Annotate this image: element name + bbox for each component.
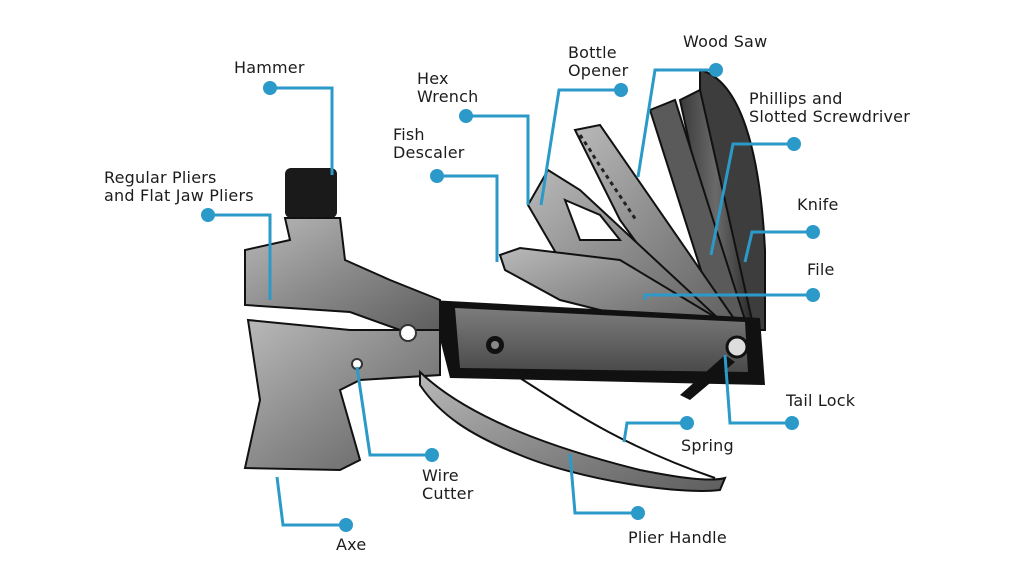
label-tail-lock: Tail Lock xyxy=(786,391,856,410)
dot-wood-saw xyxy=(709,63,723,77)
dot-file xyxy=(806,288,820,302)
callout-spring xyxy=(622,421,687,443)
callout-axe xyxy=(275,476,346,527)
dot-hammer xyxy=(263,81,277,95)
label-fish-descaler: Fish Descaler xyxy=(393,125,465,162)
label-bottle-opener: Bottle Opener xyxy=(568,43,629,80)
dot-axe xyxy=(339,518,353,532)
callout-hammer xyxy=(270,86,334,175)
label-hammer: Hammer xyxy=(234,58,305,77)
dot-wire-cutter xyxy=(425,448,439,462)
main-handle xyxy=(430,300,765,400)
dot-screwdriver xyxy=(787,137,801,151)
label-pliers: Regular Pliers and Flat Jaw Pliers xyxy=(104,168,254,205)
label-wire-cutter: Wire Cutter xyxy=(422,466,474,503)
dot-pliers xyxy=(201,208,215,222)
label-screwdriver: Phillips and Slotted Screwdriver xyxy=(749,89,911,126)
dot-bottle-opener xyxy=(614,83,628,97)
callout-wood-saw xyxy=(636,68,716,178)
callout-screwdriver xyxy=(709,142,794,256)
dot-plier-handle xyxy=(631,506,645,520)
callout-dots xyxy=(201,63,820,532)
dot-tail-lock xyxy=(785,416,799,430)
dot-spring xyxy=(680,416,694,430)
callout-knife xyxy=(743,230,813,263)
callout-file xyxy=(643,293,813,300)
callout-tail-lock xyxy=(723,354,792,425)
callout-bottle-opener xyxy=(539,88,621,206)
label-file: File xyxy=(807,260,835,279)
knife-blade xyxy=(699,68,766,331)
callout-plier-handle xyxy=(568,453,638,515)
label-wood-saw: Wood Saw xyxy=(683,32,768,51)
label-spring: Spring xyxy=(681,436,734,455)
callout-fish-descaler xyxy=(437,174,499,262)
label-plier-handle: Plier Handle xyxy=(628,528,727,547)
hammer-head xyxy=(244,168,441,331)
callout-wire-cutter xyxy=(355,366,432,457)
callout-hex-wrench xyxy=(466,114,530,205)
callout-pliers xyxy=(208,213,272,300)
axe-head xyxy=(243,318,441,472)
dot-hex-wrench xyxy=(459,109,473,123)
callout-lines xyxy=(208,68,813,527)
label-axe: Axe xyxy=(336,535,367,554)
label-hex-wrench: Hex Wrench xyxy=(417,69,479,106)
dot-knife xyxy=(806,225,820,239)
label-knife: Knife xyxy=(797,195,839,214)
dot-fish-descaler xyxy=(430,169,444,183)
